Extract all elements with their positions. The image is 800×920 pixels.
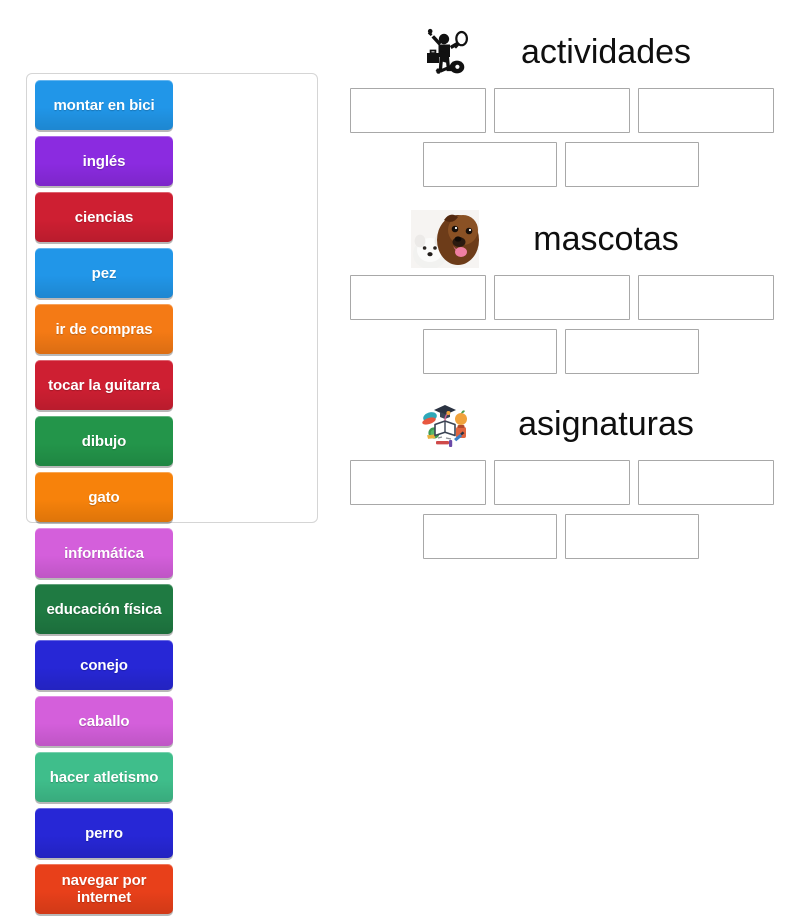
word-tile[interactable]: informática <box>35 528 173 578</box>
slot-row-bottom <box>350 142 782 187</box>
group-title: actividades <box>520 33 692 71</box>
word-tile-label: navegar por internet <box>61 872 147 906</box>
drop-slot[interactable] <box>565 514 699 559</box>
word-tile[interactable]: educación física <box>35 584 173 634</box>
word-tile-label: gato <box>88 488 120 506</box>
two-dogs-photo-icon <box>411 206 479 272</box>
word-tile-label: montar en bici <box>53 96 155 114</box>
word-tile[interactable]: navegar por internet <box>35 864 173 914</box>
drop-slot[interactable] <box>565 142 699 187</box>
sports-hobbies-silhouette-icon <box>411 19 479 85</box>
word-tile[interactable]: gato <box>35 472 173 522</box>
word-tile[interactable]: dibujo <box>35 416 173 466</box>
word-tile-label: perro <box>85 824 123 842</box>
word-tile[interactable]: hacer atletismo <box>35 752 173 802</box>
drop-slot[interactable] <box>494 275 630 320</box>
word-tile[interactable]: perro <box>35 808 173 858</box>
word-tile-label: ir de compras <box>55 320 153 338</box>
drop-slots <box>350 275 782 374</box>
slot-row-top <box>350 275 782 320</box>
word-tile[interactable]: tocar la guitarra <box>35 360 173 410</box>
word-tile-label: tocar la guitarra <box>48 376 160 394</box>
slot-row-bottom <box>350 514 782 559</box>
group-title: asignaturas <box>518 405 694 443</box>
word-tile-label: pez <box>91 264 117 282</box>
slot-row-bottom <box>350 329 782 374</box>
word-tile[interactable]: inglés <box>35 136 173 186</box>
school-supplies-circle-icon <box>411 391 479 457</box>
drop-slot[interactable] <box>350 88 486 133</box>
word-tile-label: ciencias <box>74 208 134 226</box>
word-tile-label: conejo <box>80 656 128 674</box>
drop-slots <box>350 460 782 559</box>
drop-slot[interactable] <box>494 88 630 133</box>
word-tile-label: informática <box>64 544 144 562</box>
drop-slot[interactable] <box>565 329 699 374</box>
category-group-mascotas: mascotas <box>350 205 782 374</box>
word-tile-label: caballo <box>78 712 130 730</box>
word-tile[interactable]: ciencias <box>35 192 173 242</box>
word-tile[interactable]: pez <box>35 248 173 298</box>
drop-slot[interactable] <box>638 88 774 133</box>
word-tile-label: educación física <box>46 600 162 618</box>
word-tile-label: hacer atletismo <box>49 768 159 786</box>
slot-row-top <box>350 88 782 133</box>
word-tile[interactable]: caballo <box>35 696 173 746</box>
word-tile-label: dibujo <box>81 432 127 450</box>
drop-slot[interactable] <box>423 514 557 559</box>
word-tile-label: inglés <box>82 152 126 170</box>
drop-slot[interactable] <box>423 329 557 374</box>
drop-slot[interactable] <box>350 460 486 505</box>
drop-slots <box>350 88 782 187</box>
drop-slot[interactable] <box>638 460 774 505</box>
drop-slot[interactable] <box>638 275 774 320</box>
word-tile[interactable]: montar en bici <box>35 80 173 130</box>
word-tile-grid: montar en bici inglés ciencias pez ir de com… <box>33 80 312 920</box>
group-header: actividades <box>350 18 782 86</box>
group-header: mascotas <box>350 205 782 273</box>
drop-slot[interactable] <box>350 275 486 320</box>
slot-row-top <box>350 460 782 505</box>
word-tile[interactable]: ir de compras <box>35 304 173 354</box>
drop-slot[interactable] <box>494 460 630 505</box>
group-header: asignaturas <box>350 390 782 458</box>
category-group-actividades: actividades <box>350 18 782 187</box>
group-title: mascotas <box>533 220 679 258</box>
category-group-asignaturas: asignaturas <box>350 390 782 559</box>
drop-slot[interactable] <box>423 142 557 187</box>
word-bank-panel: montar en bici inglés ciencias pez ir de com… <box>26 73 318 912</box>
word-tile[interactable]: conejo <box>35 640 173 690</box>
